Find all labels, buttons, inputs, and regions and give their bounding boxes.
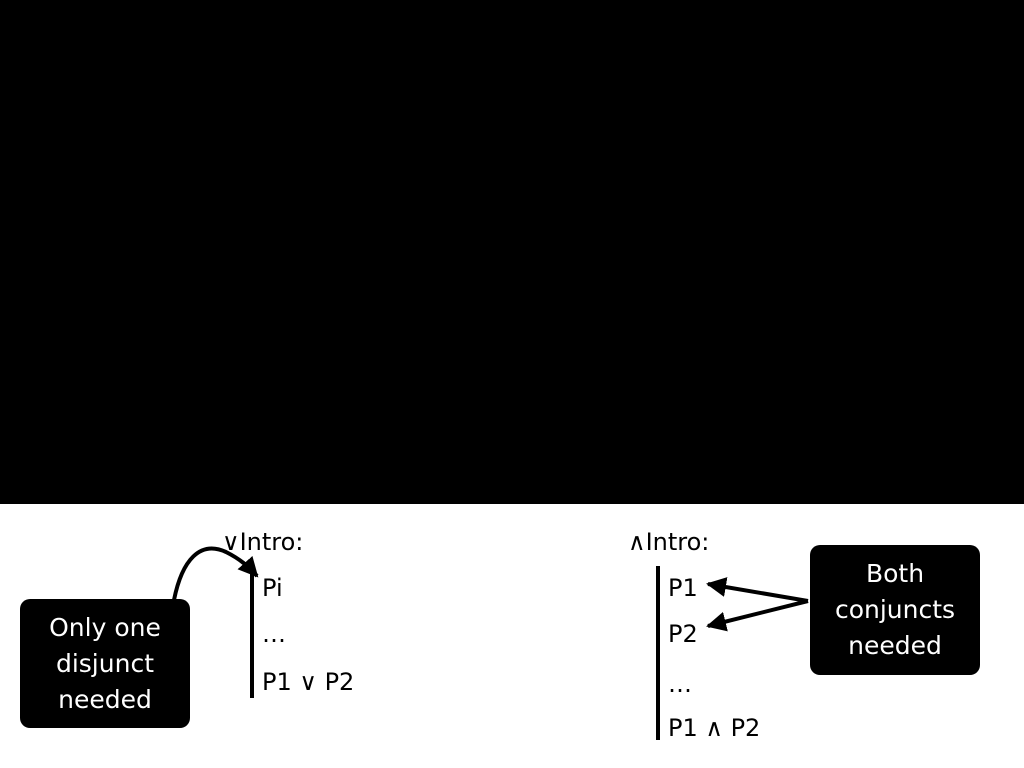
and-callout-arrow-p2 <box>706 599 809 632</box>
and-intro-line-conclusion: P1 ∧ P2 <box>668 714 761 742</box>
and-callout-arrow-p1 <box>706 577 809 603</box>
and-intro-line-ellipsis: … <box>668 670 692 698</box>
and-intro-callout: Both conjuncts needed <box>810 545 980 675</box>
or-intro-callout: Only one disjunct needed <box>20 599 190 728</box>
and-intro-line-premise-2: P2 <box>668 620 698 648</box>
and-callout-line-1: Both <box>865 559 925 588</box>
and-intro-line-premise-1: P1 <box>668 574 698 602</box>
or-intro-title: ∨Intro: <box>222 528 304 556</box>
or-intro-line-premise: Pi <box>262 574 283 602</box>
and-callout-line-3: needed <box>848 631 942 660</box>
and-intro-title: ∧Intro: <box>628 528 710 556</box>
black-top-region <box>0 0 1024 504</box>
and-intro-proof-bar <box>656 566 660 740</box>
or-intro-line-ellipsis: … <box>262 620 286 648</box>
or-intro-line-conclusion: P1 ∨ P2 <box>262 668 355 696</box>
and-callout-line-2: conjuncts <box>834 595 956 624</box>
or-callout-arrow <box>172 546 259 601</box>
or-callout-line-2: disjunct <box>55 648 154 678</box>
or-intro-proof-bar <box>250 572 254 698</box>
or-callout-line-3: needed <box>58 684 152 714</box>
or-callout-line-1: Only one <box>49 612 161 642</box>
